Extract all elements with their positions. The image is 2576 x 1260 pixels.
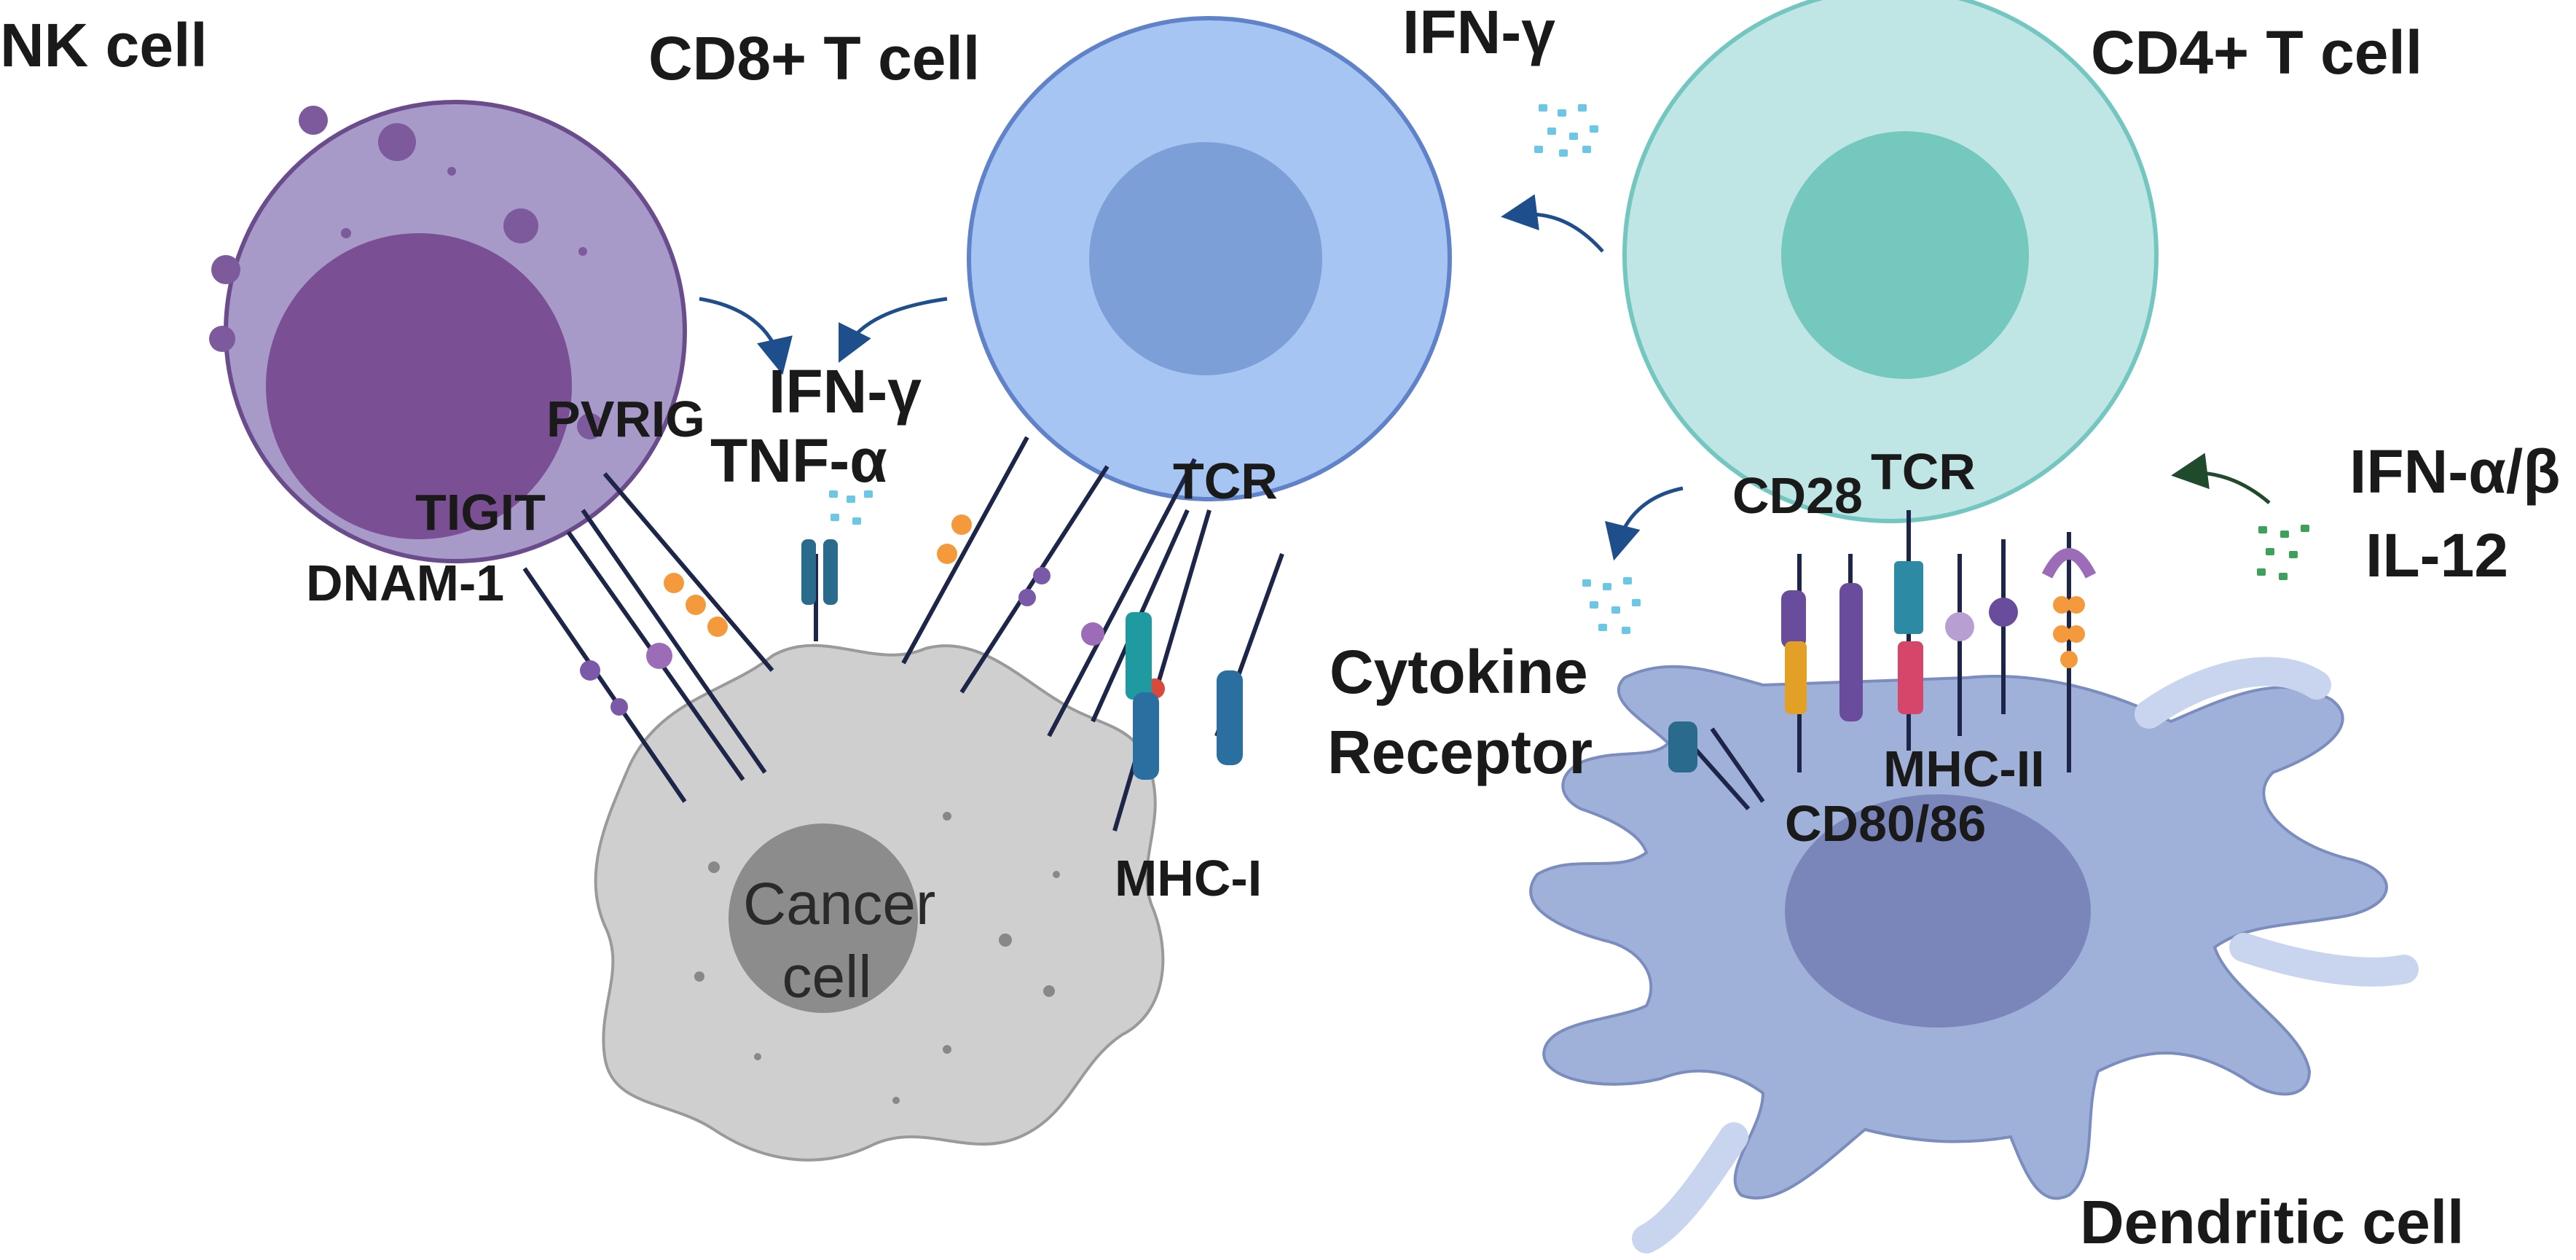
tcr-left-label: TCR — [1173, 453, 1278, 509]
cd4-t-cell-label: CD4+ T cell — [2091, 18, 2423, 87]
cd80-86-label: CD80/86 — [1785, 795, 1987, 852]
arrow-cd4-to-cytokine — [1605, 486, 1684, 561]
receptor-label: Receptor — [1327, 718, 1593, 786]
arrow-nk-to-ifn — [699, 297, 793, 375]
tnf-alpha-label: TNF-α — [710, 426, 887, 495]
cd8-t-cell — [967, 16, 1452, 501]
tcr-right-label: TCR — [1871, 443, 1976, 500]
il12-label: IL-12 — [2365, 521, 2509, 590]
arrow-cd4-to-cd8 — [1501, 194, 1604, 253]
cd8-t-cell-label: CD8+ T cell — [648, 24, 981, 93]
mhc-ii-label: MHC-II — [1883, 740, 2045, 797]
tigit-label: TIGIT — [415, 484, 546, 541]
dendritic-cell — [1529, 657, 2419, 1253]
nk-cell-label: NK cell — [0, 11, 208, 79]
ifn-gamma-dots-top — [1534, 104, 1598, 157]
arrow-cd8-to-ifn — [839, 297, 948, 363]
receptor-knobs — [580, 514, 1243, 780]
ifn-ab-dots — [2257, 525, 2309, 580]
ifn-gamma-dots-mid — [829, 490, 873, 525]
cytokine-dots — [829, 104, 2309, 634]
cd4-dendritic-receptors — [1668, 510, 2097, 810]
cd4-t-cell — [1622, 0, 2159, 523]
arrows — [699, 194, 2271, 561]
cancer-label: Cancer — [743, 871, 936, 937]
ifn-gamma-mid-label: IFN-γ — [769, 357, 922, 426]
mhc-i-label: MHC-I — [1115, 850, 1263, 907]
dendritic-cell-label: Dendritic cell — [2080, 1188, 2465, 1256]
ifn-alpha-beta-label: IFN-α/β — [2349, 437, 2561, 506]
pvrig-label: PVRIG — [546, 391, 705, 447]
dnam1-label: DNAM-1 — [306, 555, 505, 611]
cytokine-label: Cytokine — [1330, 638, 1588, 706]
cd28-label: CD28 — [1732, 467, 1863, 524]
cytokine-dots-receptor — [1582, 577, 1641, 634]
arrow-ifnab-to-dc — [2171, 453, 2271, 504]
ifn-gamma-top-label: IFN-γ — [1402, 0, 1555, 66]
nk-cell — [209, 100, 687, 563]
cancer-cell-word-label: cell — [782, 944, 872, 1010]
